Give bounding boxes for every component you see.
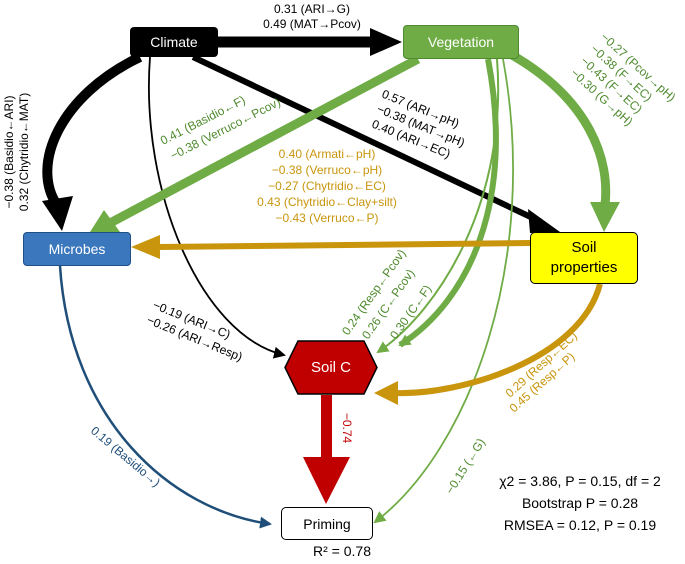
- path-microbes-priming: [58, 265, 272, 529]
- node-climate-label: Climate: [150, 34, 198, 50]
- label-climate-microbes-2: 0.32 (Chytridio←MAT): [17, 93, 31, 211]
- path-vegetation-priming: [373, 58, 514, 524]
- path-soilc-priming: [303, 395, 350, 504]
- node-soil-properties: Soil properties: [530, 232, 638, 284]
- node-climate: Climate: [130, 27, 218, 57]
- path-climate-soilprop: [191, 54, 560, 233]
- node-soil-properties-line2: properties: [550, 259, 618, 276]
- label-microbes-priming: 0.19 (Basidio→): [88, 424, 163, 490]
- node-microbes: Microbes: [23, 232, 131, 266]
- label-soilprop-microbes-3: −0.27 (Chytridio←EC): [268, 179, 386, 193]
- node-soil-properties-line1: Soil: [571, 239, 597, 256]
- node-priming-label: Priming: [303, 515, 351, 532]
- path-vegetation-soilprop: [509, 51, 620, 232]
- model-fit-stats: χ2 = 3.86, P = 0.15, df = 2 Bootstrap P …: [478, 470, 682, 536]
- label-climate-veg-1: 0.31 (ARI→G): [274, 2, 350, 16]
- label-soilprop-microbes-2: −0.38 (Verruco←pH): [272, 163, 382, 177]
- soil-c-hexagon: [284, 340, 378, 395]
- label-soilprop-microbes-5: −0.43 (Verruco←P): [275, 211, 378, 225]
- label-climate-microbes-1: −0.38 (Basidio←ARI): [2, 95, 16, 208]
- node-priming: Priming: [281, 507, 373, 540]
- fit-stat-rmsea: RMSEA = 0.12, P = 0.19: [503, 517, 657, 533]
- r-squared: R² = 0.78: [313, 543, 371, 559]
- label-climate-veg-2: 0.49 (MAT→Pcov): [263, 17, 361, 31]
- node-soil-c-label: Soil C: [310, 359, 351, 376]
- path-soilprop-soilc: [374, 283, 603, 405]
- fit-stat-chi2: χ2 = 3.86, P = 0.15, df = 2: [499, 473, 661, 489]
- node-soil-c: Soil C: [284, 340, 378, 395]
- path-climate-microbes: [42, 52, 143, 231]
- path-soilprop-microbes: [131, 235, 531, 259]
- node-microbes-label: Microbes: [48, 241, 106, 257]
- path-climate-vegetation: [218, 28, 402, 56]
- label-soilprop-microbes-1: 0.40 (Armati←pH): [279, 147, 376, 161]
- label-soilc-priming: −0.74: [340, 413, 354, 444]
- node-vegetation: Vegetation: [403, 25, 519, 59]
- path-vegetation-microbes: [90, 55, 421, 232]
- label-soilprop-microbes-4: 0.43 (Chytridio←Clay+silt): [257, 195, 397, 209]
- node-vegetation-label: Vegetation: [427, 34, 495, 50]
- fit-stat-bootstrap: Bootstrap P = 0.28: [521, 495, 639, 511]
